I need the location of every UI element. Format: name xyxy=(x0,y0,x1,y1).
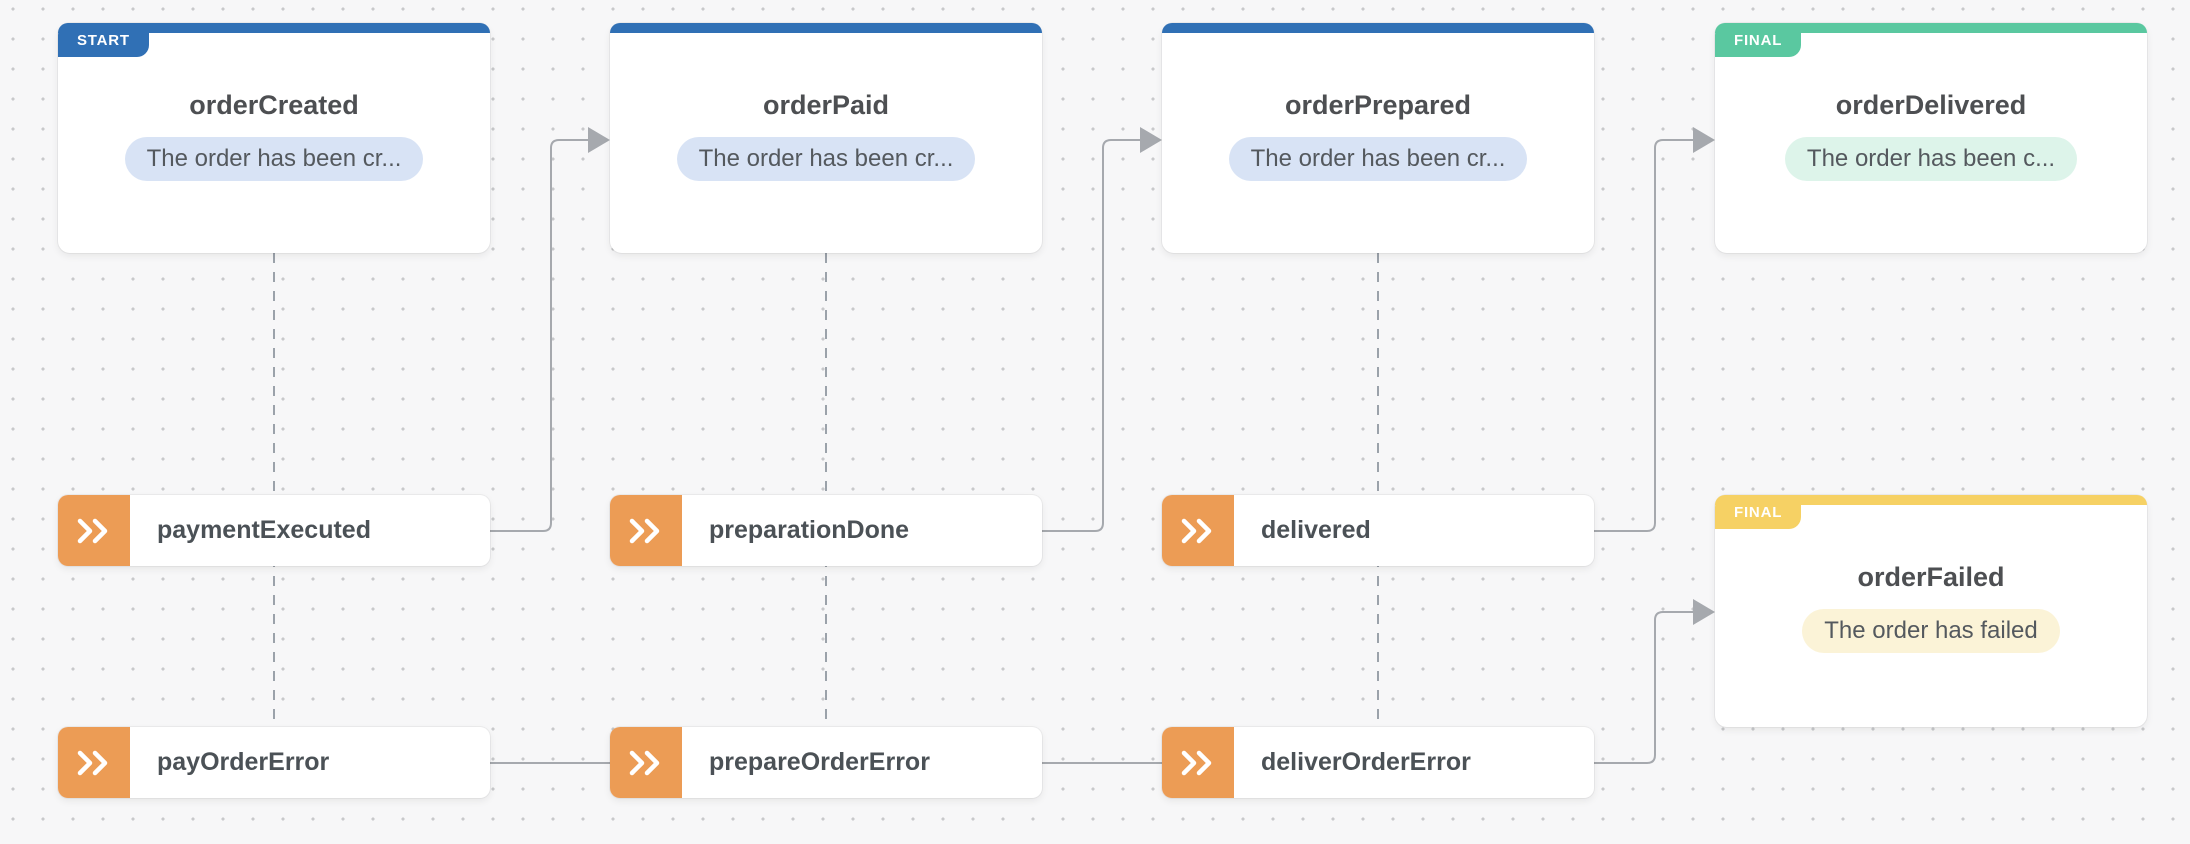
event-node-delivered[interactable]: delivered xyxy=(1162,495,1594,566)
start-badge: START xyxy=(58,23,149,57)
fast-forward-icon xyxy=(610,495,682,566)
state-node-orderFailed[interactable]: FINAL orderFailed The order has failed xyxy=(1715,495,2147,727)
fast-forward-icon xyxy=(58,495,130,566)
event-node-deliverOrderError[interactable]: deliverOrderError xyxy=(1162,727,1594,798)
event-label: payOrderError xyxy=(157,748,330,776)
state-description-pill: The order has been cr... xyxy=(124,137,424,181)
state-description-pill: The order has failed xyxy=(1802,609,2060,653)
state-color-bar xyxy=(58,23,490,33)
state-color-bar xyxy=(1715,23,2147,33)
state-node-orderDelivered[interactable]: FINAL orderDelivered The order has been … xyxy=(1715,23,2147,253)
event-label: paymentExecuted xyxy=(157,516,371,544)
state-node-orderPaid[interactable]: orderPaid The order has been cr... xyxy=(610,23,1042,253)
state-title: orderPrepared xyxy=(1284,90,1472,120)
event-node-paymentExecuted[interactable]: paymentExecuted xyxy=(58,495,490,566)
edge-delivered-orderDelivered xyxy=(1594,139,1693,532)
final-badge: FINAL xyxy=(1715,23,1802,57)
edge-preparationDone-orderPrepared xyxy=(1042,139,1140,532)
final-badge: FINAL xyxy=(1715,495,1802,529)
event-label: delivered xyxy=(1261,516,1371,544)
state-node-orderCreated[interactable]: START orderCreated The order has been cr… xyxy=(58,23,490,253)
arrowhead-orderFailed xyxy=(1693,599,1715,625)
event-node-preparationDone[interactable]: preparationDone xyxy=(610,495,1042,566)
state-title: orderPaid xyxy=(762,90,890,120)
event-node-prepareOrderError[interactable]: prepareOrderError xyxy=(610,727,1042,798)
state-color-bar xyxy=(610,23,1042,33)
state-title: orderCreated xyxy=(189,90,359,120)
event-label: deliverOrderError xyxy=(1261,748,1471,776)
state-color-bar xyxy=(1715,495,2147,505)
event-label: preparationDone xyxy=(709,516,910,544)
arrowhead-orderDelivered xyxy=(1693,127,1715,153)
event-label: prepareOrderError xyxy=(709,748,930,776)
state-description-pill: The order has been cr... xyxy=(676,137,976,181)
fast-forward-icon xyxy=(58,727,130,798)
fast-forward-icon xyxy=(610,727,682,798)
arrowhead-orderPrepared xyxy=(1140,127,1162,153)
state-node-orderPrepared[interactable]: orderPrepared The order has been cr... xyxy=(1162,23,1594,253)
edge-deliverOrderError-orderFailed xyxy=(1594,611,1693,764)
edge-paymentExecuted-orderPaid xyxy=(490,139,588,532)
state-description-pill: The order has been cr... xyxy=(1228,137,1528,181)
fast-forward-icon xyxy=(1162,495,1234,566)
arrowhead-orderPaid xyxy=(588,127,610,153)
state-description-pill: The order has been c... xyxy=(1784,137,2078,181)
state-title: orderDelivered xyxy=(1835,90,2027,120)
state-title: orderFailed xyxy=(1857,562,2005,592)
state-color-bar xyxy=(1162,23,1594,33)
fast-forward-icon xyxy=(1162,727,1234,798)
event-node-payOrderError[interactable]: payOrderError xyxy=(58,727,490,798)
